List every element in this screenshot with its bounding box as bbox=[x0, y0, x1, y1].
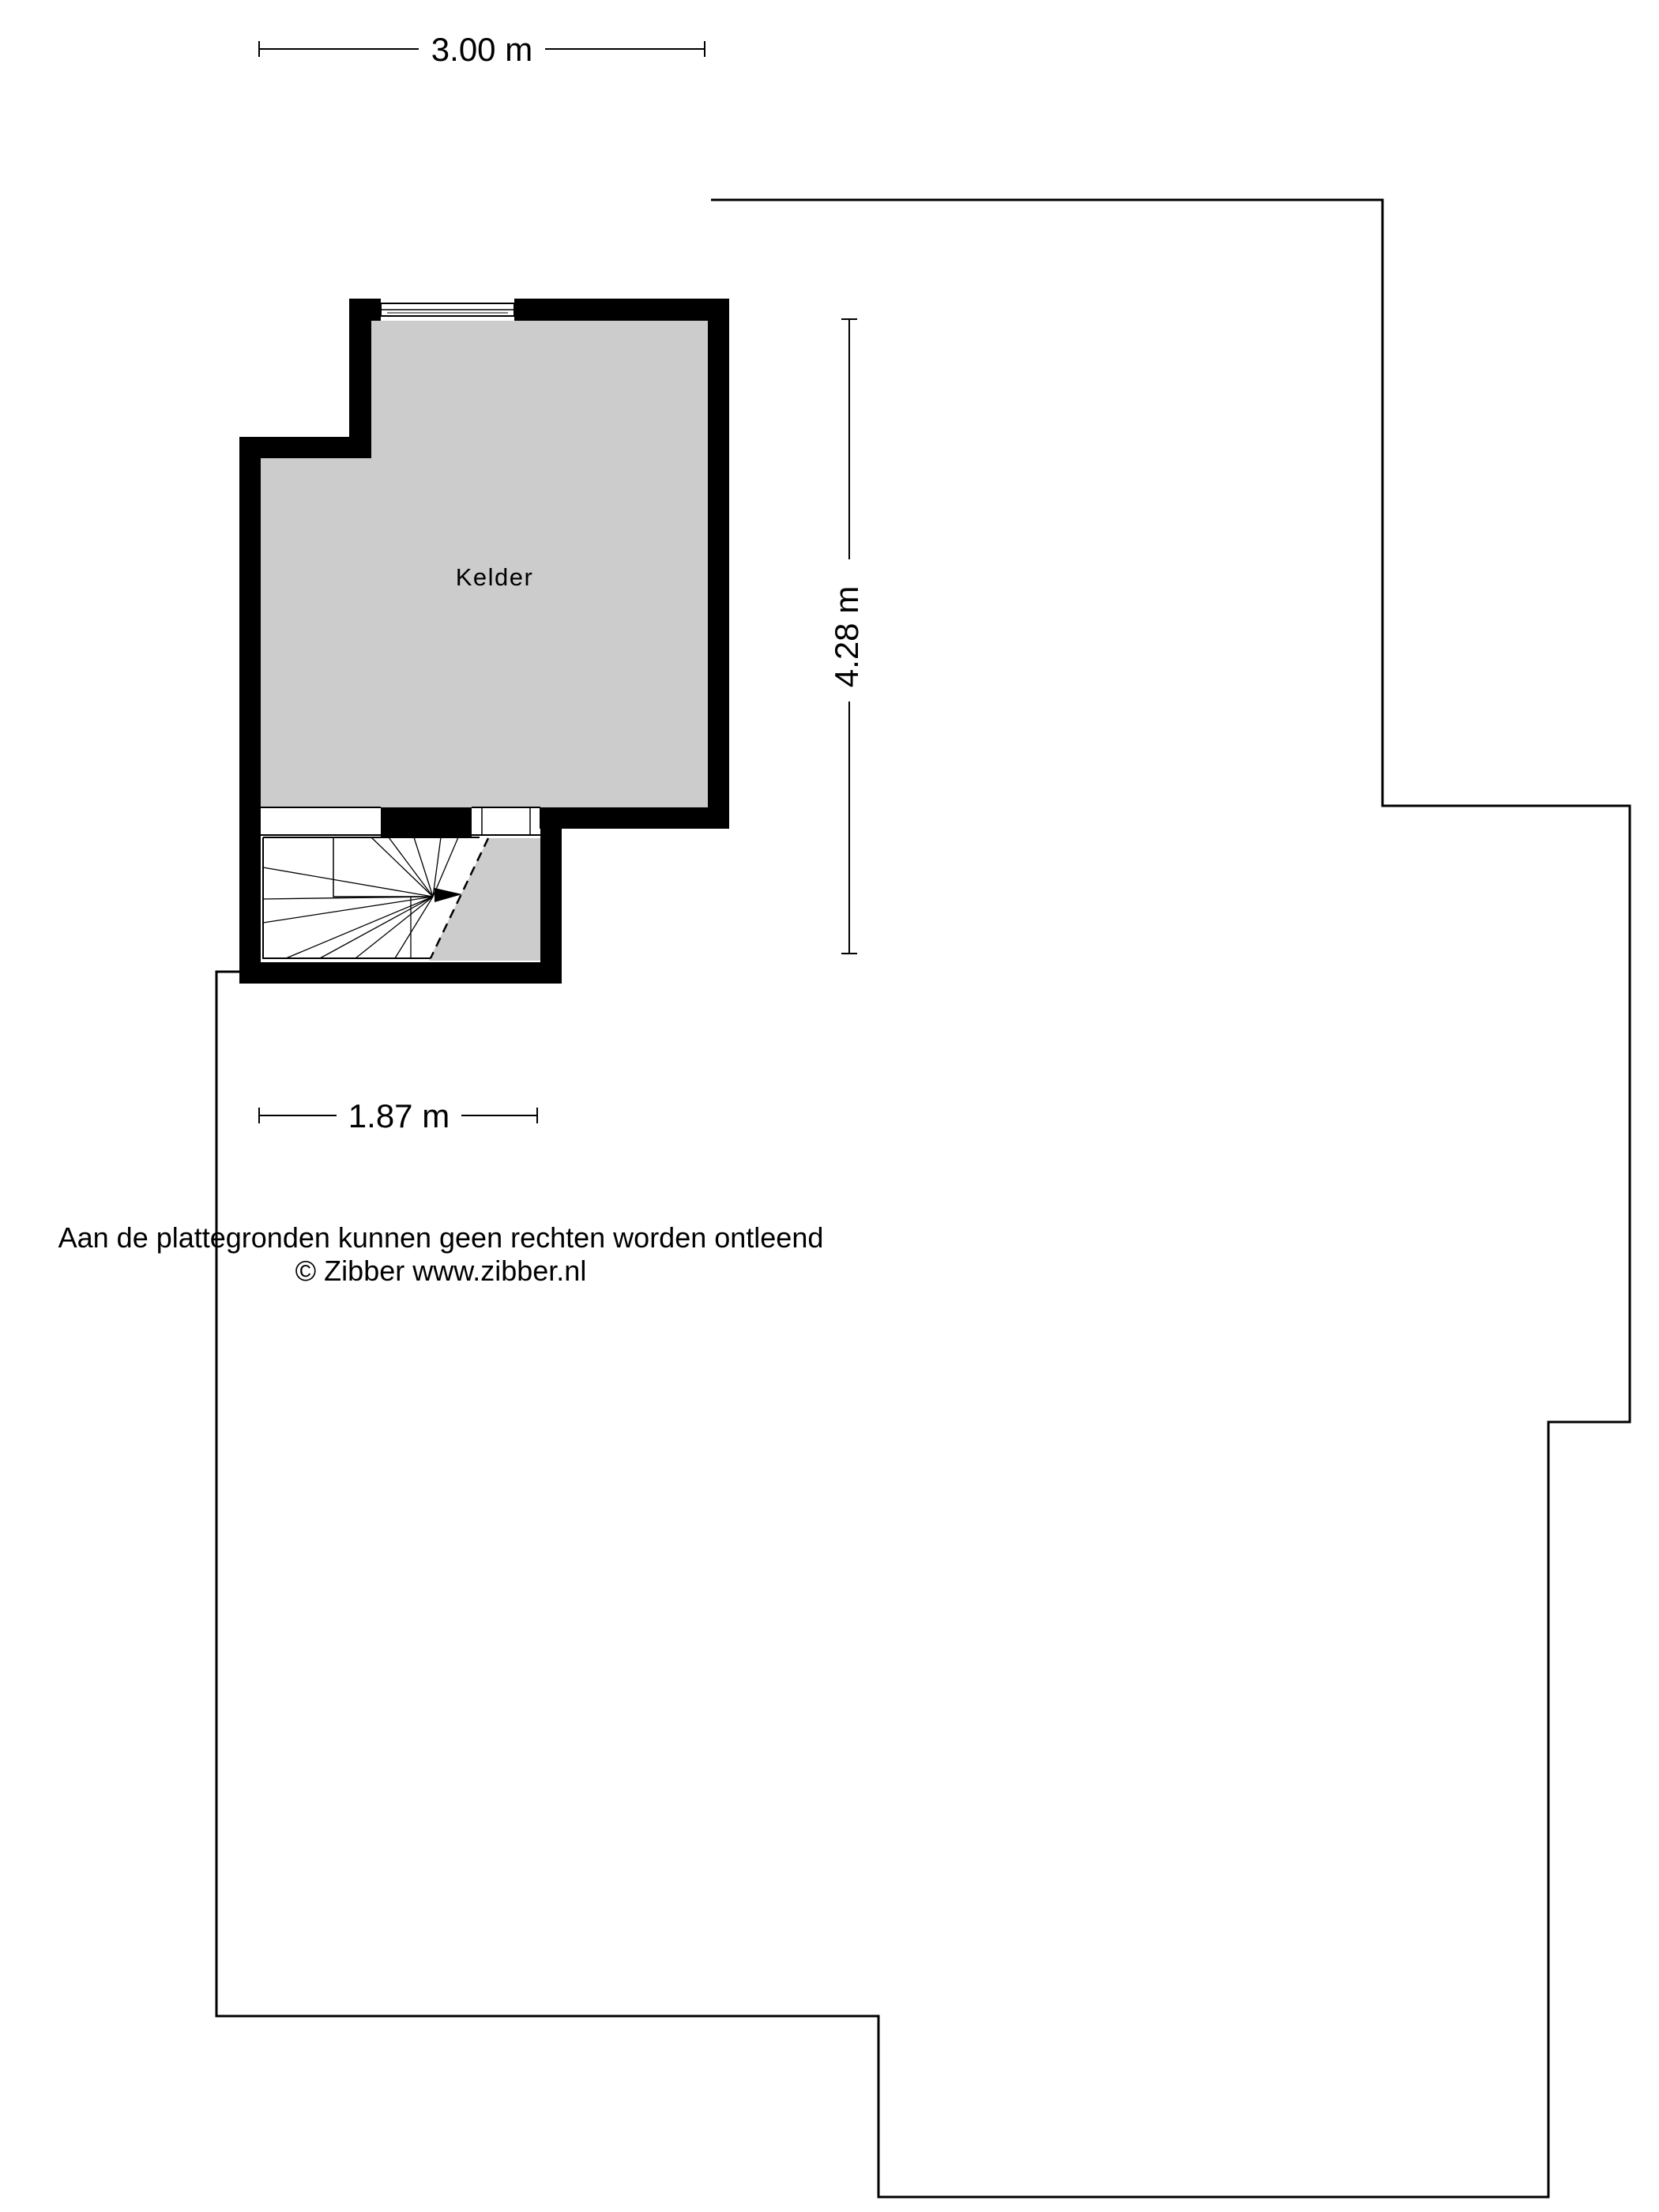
dimension-bottom-width: 1.87 m bbox=[258, 1097, 538, 1134]
window bbox=[380, 303, 515, 317]
dimension-height: 4.28 m bbox=[828, 318, 865, 954]
building-outline bbox=[215, 198, 1631, 2199]
room-label-kelder: Kelder bbox=[456, 563, 534, 591]
dimension-label: 3.00 m bbox=[431, 31, 532, 68]
disclaimer-line-1: Aan de plattegronden kunnen geen rechten… bbox=[58, 1221, 824, 1254]
staircase bbox=[262, 837, 490, 959]
walls bbox=[239, 299, 729, 984]
kelder-floor bbox=[260, 321, 708, 807]
disclaimer-line-2: © Zibber www.zibber.nl bbox=[295, 1255, 587, 1287]
stair-direction-arrow bbox=[434, 888, 462, 902]
dimension-label: 1.87 m bbox=[348, 1097, 450, 1134]
dimension-label: 4.28 m bbox=[828, 586, 865, 687]
stair-landing-floor bbox=[429, 838, 540, 961]
partition-lines bbox=[261, 807, 540, 836]
dimension-top-width: 3.00 m bbox=[258, 31, 705, 68]
